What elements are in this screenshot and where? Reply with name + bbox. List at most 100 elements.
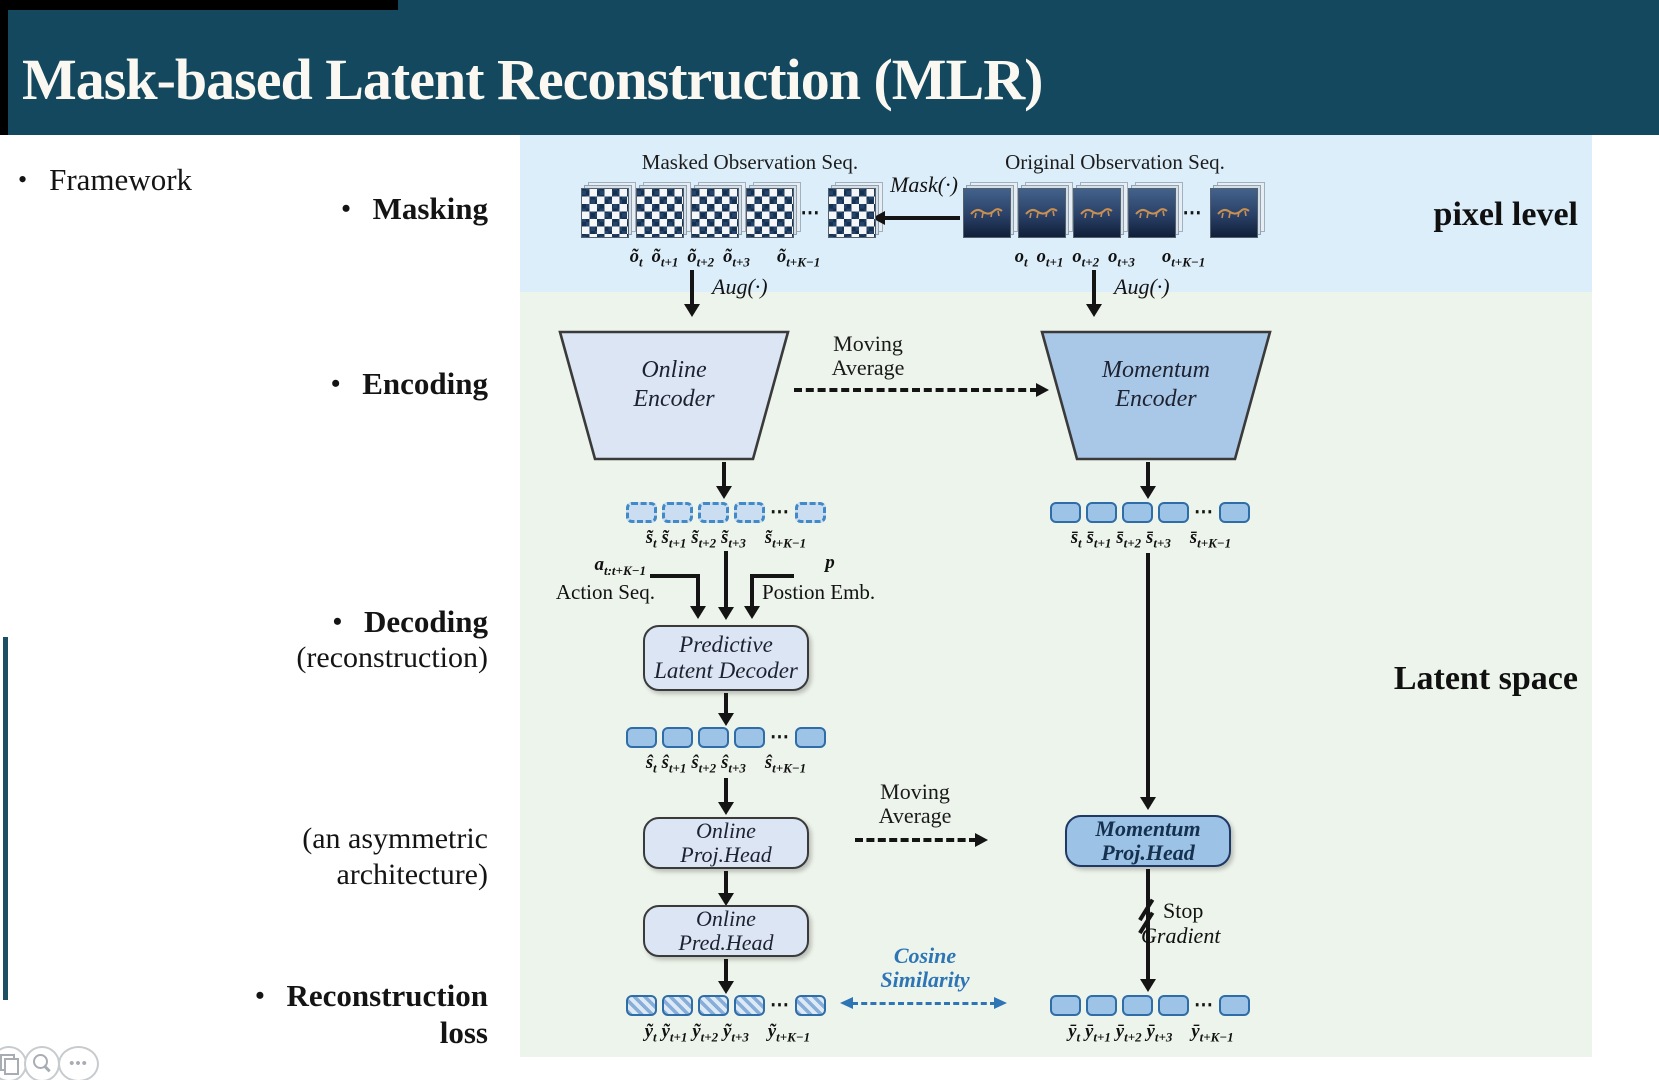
outline-asymmetric-2: architecture)	[336, 858, 488, 891]
predicted-latent-token	[734, 727, 765, 748]
mask-arrow-line	[884, 216, 960, 220]
online-output-tokens: ⋯	[626, 995, 826, 1016]
masked-latent-token	[795, 502, 826, 523]
zoom-icon-lens	[33, 1054, 48, 1069]
latent-to-decoder-arrow	[724, 551, 728, 609]
more-icon-dots: •••	[69, 1055, 88, 1072]
copy-icon-front	[4, 1058, 19, 1075]
moving-average-line1: Moving	[880, 779, 950, 804]
momentum-output-token	[1086, 995, 1117, 1016]
position-emb-label: Postion Emb.	[762, 580, 876, 604]
stop-gradient-line2: Gradient	[1141, 923, 1221, 948]
pred-to-proj-head	[718, 802, 734, 815]
outline-decoding-label: Decoding	[364, 604, 488, 639]
math-label: õt+2	[687, 247, 715, 270]
math-label: s̄t	[1070, 528, 1082, 551]
masked-observation-thumb	[580, 182, 636, 238]
cheetah-icon	[969, 208, 1003, 219]
masked-observation-labels: õt õt+1 õt+2 õt+3 õt+K−1	[570, 246, 880, 270]
moving-average-lower: Moving Average	[845, 780, 985, 828]
moving-average-upper-arrow	[794, 388, 1038, 392]
masked-observation-thumb	[635, 182, 691, 238]
momentum-proj-out-arrow	[1146, 869, 1150, 981]
momentum-latent-down-head	[1140, 797, 1156, 810]
ellipsis: ⋯	[1182, 202, 1203, 224]
more-icon[interactable]: •••	[58, 1046, 99, 1080]
masked-frame-image	[690, 188, 739, 238]
math-label: ỹt+3	[723, 1022, 749, 1045]
math-label: s̃t+K−1	[764, 528, 807, 551]
online-latent-tokens: ⋯	[626, 502, 826, 523]
math-label: ỹt+1	[661, 1022, 688, 1045]
math-label: ȳt	[1068, 1022, 1081, 1045]
masked-latent-token	[662, 502, 693, 523]
original-observation-thumb	[1127, 182, 1183, 238]
pixel-level-caption: pixel level	[1433, 196, 1578, 233]
momentum-latent-token	[1050, 502, 1081, 523]
copy-icon[interactable]	[0, 1046, 27, 1080]
position-emb-math: p	[825, 552, 835, 573]
aug-function-online: Aug(·)	[712, 274, 768, 299]
outline-loss-1: •Reconstruction	[150, 978, 488, 1014]
outline-encoding: •Encoding	[150, 366, 488, 402]
math-label: s̄t+K−1	[1189, 528, 1232, 551]
position-elbow-connector	[750, 574, 794, 608]
page-title: Mask-based Latent Reconstruction (MLR)	[22, 47, 1043, 112]
masked-observation-thumb	[745, 182, 801, 238]
pred-to-proj-arrow	[724, 778, 728, 804]
action-arrow-head	[690, 606, 706, 619]
pred-head-out-head	[718, 981, 734, 994]
cheetah-icon	[1024, 208, 1058, 219]
outline-loss-2: loss	[439, 1015, 488, 1050]
original-observation-labels: ot ot+1 ot+2 ot+3 ot+K−1	[955, 246, 1265, 270]
zoom-icon[interactable]	[24, 1046, 60, 1080]
moving-average-lower-arrow	[855, 838, 977, 842]
original-seq-title: Original Observation Seq.	[1005, 150, 1225, 174]
online-encoder-label-2: Encoder	[633, 386, 715, 412]
online-latent-labels: s̃t s̃t+1 s̃t+2 s̃t+3 s̃t+K−1	[610, 527, 842, 551]
slide-edge-left	[0, 0, 8, 135]
momentum-latent-token	[1158, 502, 1189, 523]
masked-observation-thumb	[827, 182, 883, 238]
momentum-proj-out-head	[1140, 979, 1156, 992]
momentum-proj-head: Momentum Proj.Head	[1065, 815, 1231, 867]
momentum-latent-down-arrow	[1146, 553, 1150, 799]
online-output-token	[626, 995, 657, 1016]
online-pred-label-2: Pred.Head	[678, 930, 774, 955]
latent-space-caption: Latent space	[1393, 660, 1578, 697]
moving-average-upper: Moving Average	[800, 332, 936, 380]
ellipsis: ⋯	[800, 202, 821, 224]
math-label: ot	[1014, 247, 1028, 270]
momentum-output-labels: ȳt ȳt+1 ȳt+2 ȳt+3 ȳt+K−1	[1035, 1021, 1267, 1045]
moving-average-line2: Average	[878, 803, 952, 828]
original-observation-thumb	[1209, 182, 1265, 238]
momentum-output-token	[1158, 995, 1189, 1016]
outline-masking: •Masking	[150, 191, 488, 227]
moving-average-lower-arrow-head	[975, 833, 988, 847]
momentum-latent-token	[1086, 502, 1117, 523]
momentum-encoder-label-2: Encoder	[1115, 386, 1197, 412]
ellipsis: ⋯	[1194, 502, 1214, 523]
predictive-latent-decoder: Predictive Latent Decoder	[643, 625, 809, 691]
cheetah-frame-image	[962, 188, 1011, 238]
bullet-icon: •	[341, 194, 351, 223]
bullet-icon: •	[255, 981, 265, 1010]
cosine-similarity-label: Cosine Similarity	[845, 944, 1005, 992]
momentum-latent-token	[1122, 502, 1153, 523]
outline-decoding: •Decoding	[150, 604, 488, 640]
math-label: ỹt+2	[692, 1022, 719, 1045]
masked-frame-image	[827, 188, 876, 238]
momentum-output-token	[1050, 995, 1081, 1016]
momentum-output-token	[1219, 995, 1250, 1016]
momentum-latent-tokens: ⋯	[1050, 502, 1250, 523]
masked-latent-token	[698, 502, 729, 523]
momentum-encoder-shape	[1040, 330, 1272, 461]
outline-framework: •Framework	[18, 162, 192, 198]
original-observation-thumb	[1072, 182, 1128, 238]
math-label: ỹt	[644, 1022, 657, 1045]
cheetah-frame-image	[1127, 188, 1176, 238]
ellipsis: ⋯	[1194, 995, 1214, 1016]
proj-to-pred-head	[718, 893, 734, 906]
online-output-token	[795, 995, 826, 1016]
